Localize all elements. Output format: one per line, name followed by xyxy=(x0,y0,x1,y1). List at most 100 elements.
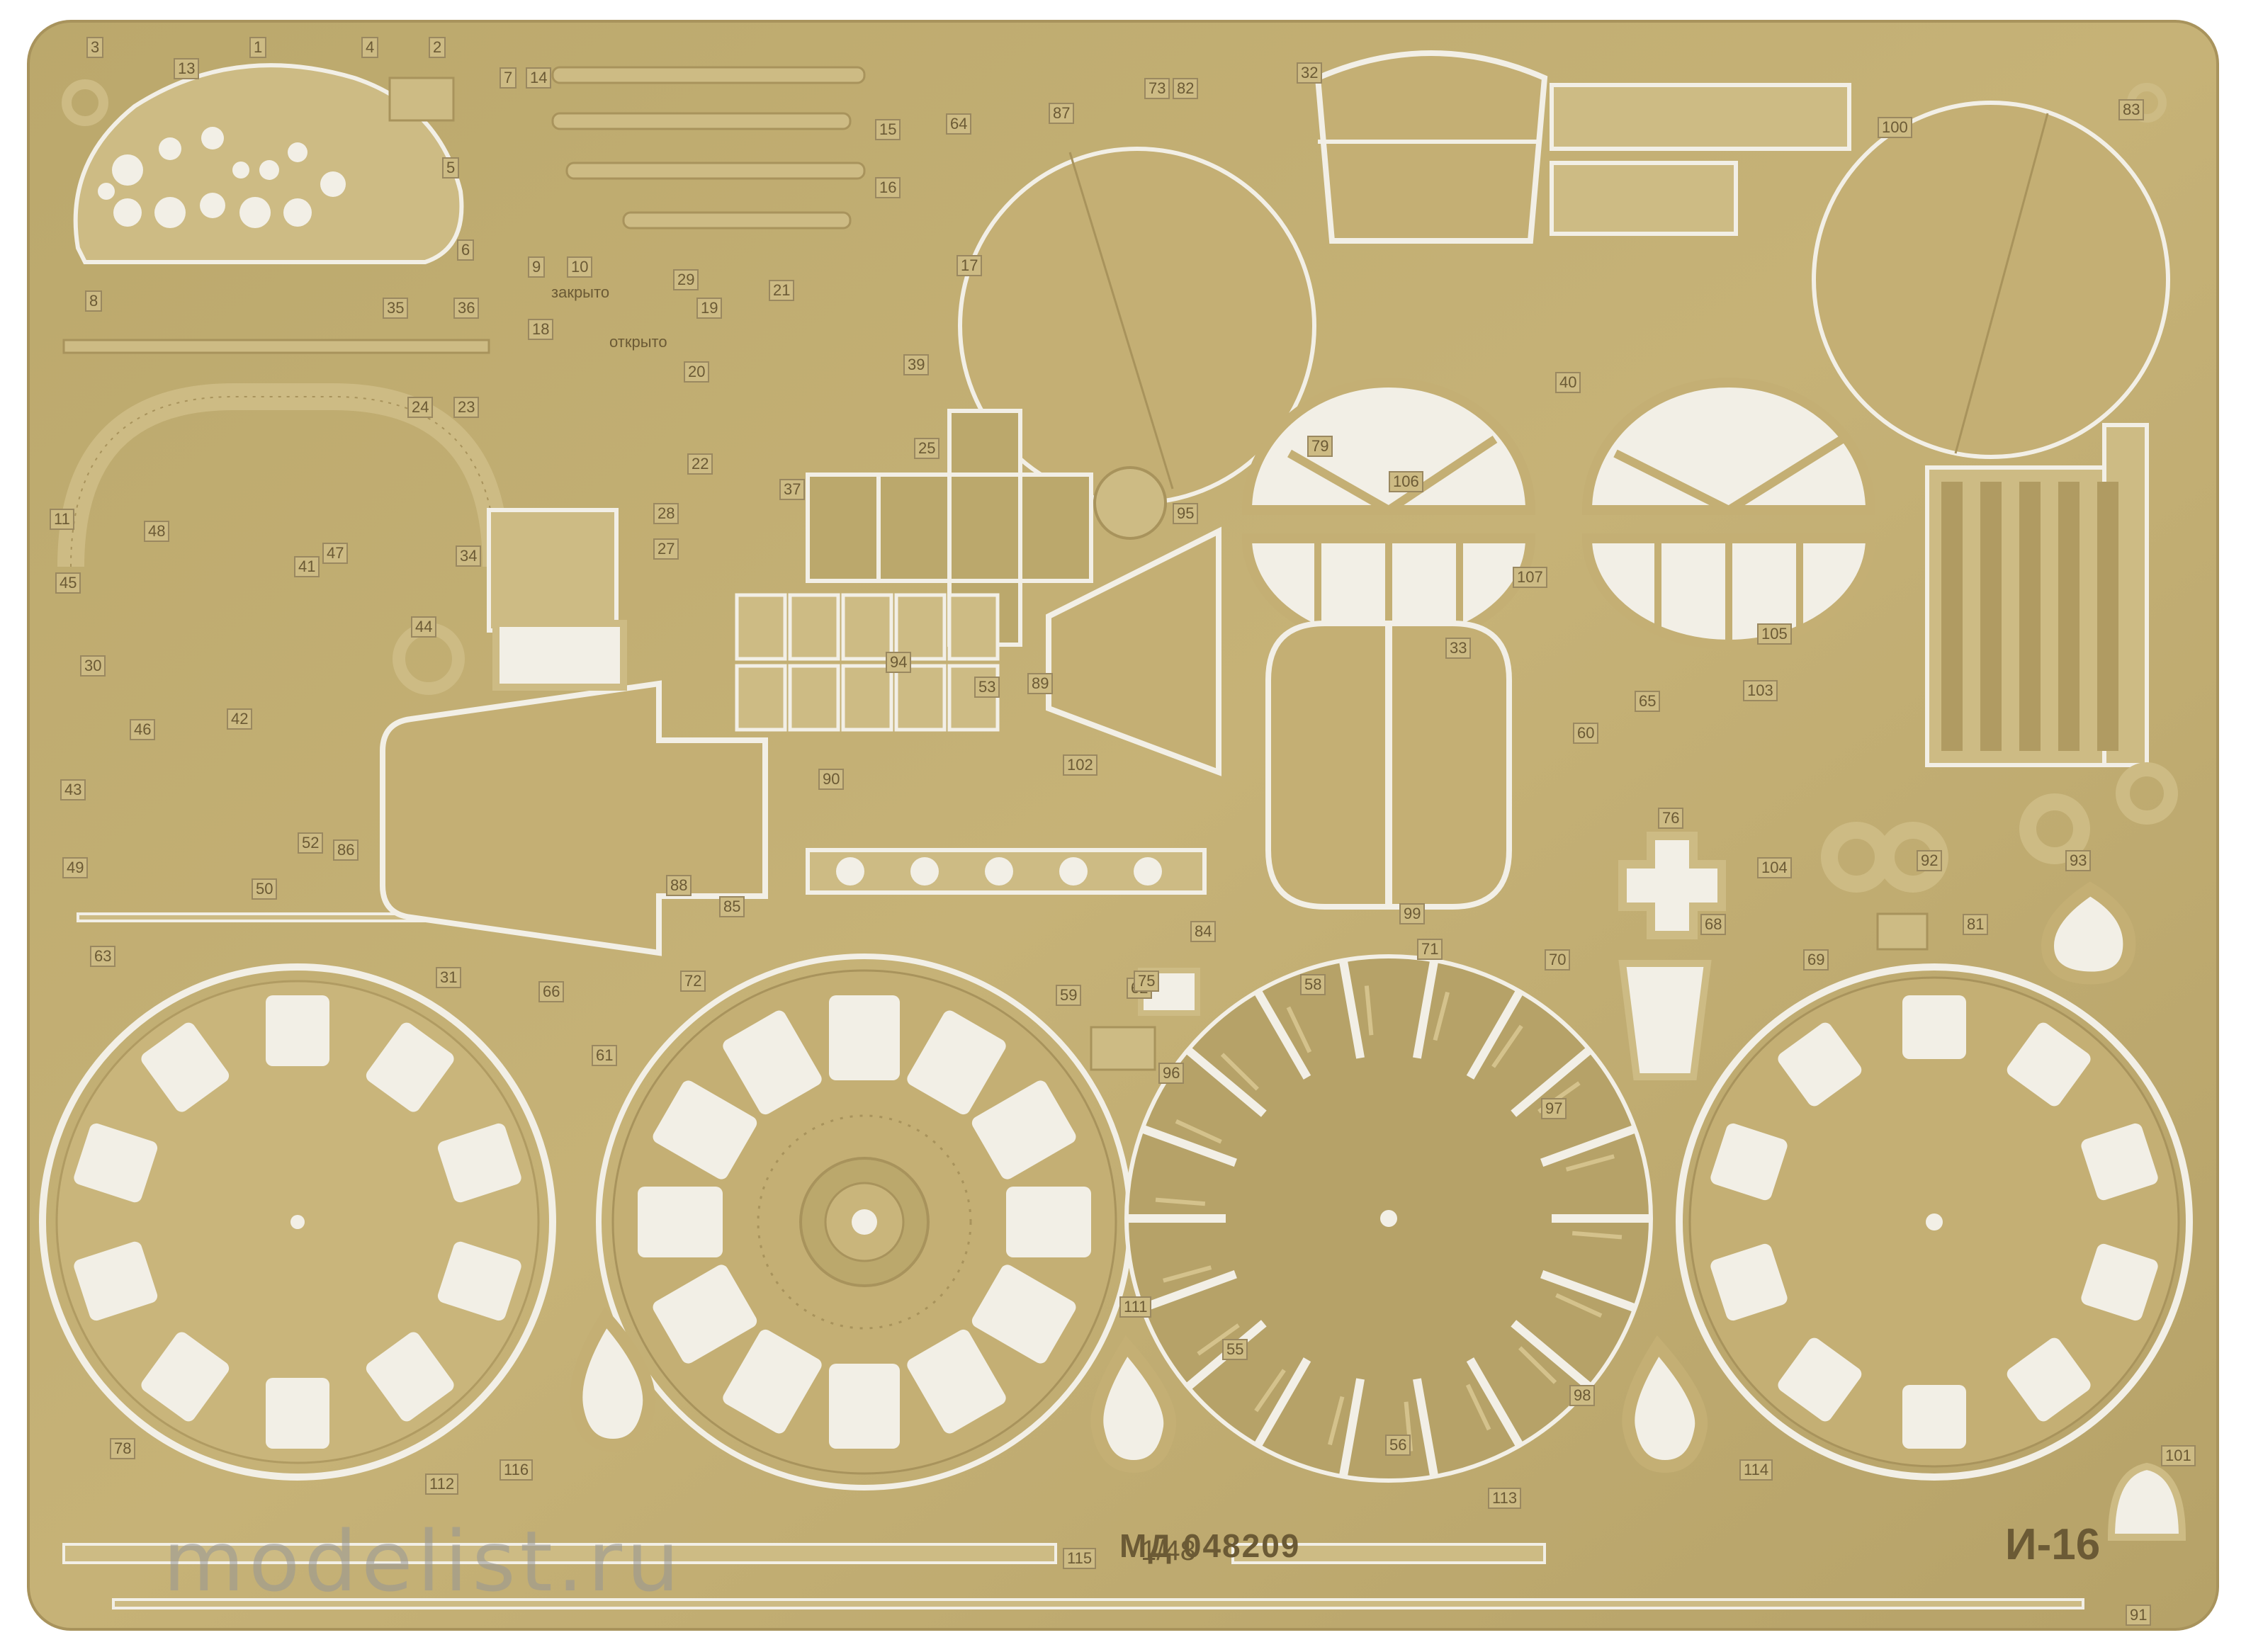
ladder-hole xyxy=(910,857,939,886)
canopy-top-part xyxy=(1314,50,1548,244)
part-number-label: 106 xyxy=(1389,471,1423,492)
part-number-label: 115 xyxy=(1063,1548,1097,1569)
wheel-opening xyxy=(1778,1337,1862,1422)
wheel-opening xyxy=(1902,1385,1966,1449)
tile-part xyxy=(735,664,787,732)
wheel-rib xyxy=(1364,985,1374,1036)
part-number-label: 52 xyxy=(298,832,324,854)
plate-stripe xyxy=(2097,482,2118,751)
gauge-hole xyxy=(320,171,346,197)
part-number-label: 18 xyxy=(528,319,554,340)
wheel-rib xyxy=(1555,1293,1603,1318)
part-number-label: 22 xyxy=(687,453,713,475)
part-number-label: 23 xyxy=(453,397,480,418)
tile-parts xyxy=(735,593,1000,732)
part-number-label: 82 xyxy=(1173,78,1199,99)
wheel-rib xyxy=(1197,1323,1240,1356)
part-number-label: 13 xyxy=(174,58,200,79)
part-number-label: 46 xyxy=(130,719,156,740)
part-number-label: 85 xyxy=(719,896,745,917)
wheel-rib xyxy=(1254,1369,1286,1413)
part-number-label: 50 xyxy=(252,878,278,900)
wheel-rib xyxy=(1286,1006,1312,1053)
tile-part xyxy=(735,593,787,661)
bottom-bar-part-115 xyxy=(62,1543,1057,1564)
wheel-slot xyxy=(1254,1357,1311,1447)
wheel-slot xyxy=(1254,990,1311,1080)
part-number-label: 63 xyxy=(90,946,116,967)
wheel-slot xyxy=(1413,1378,1438,1476)
part-number-label: 83 xyxy=(2118,99,2145,120)
grid-panel-part xyxy=(806,409,1093,647)
part-number-label: 27 xyxy=(653,538,679,560)
part-number-label: 10 xyxy=(567,256,593,278)
watermark: modelist.ru xyxy=(163,1512,684,1610)
part-number-label: 81 xyxy=(1963,914,1989,935)
wheel-opening xyxy=(2081,1243,2158,1321)
wheel-slotted-slots xyxy=(1128,961,1649,1476)
wheel-rib xyxy=(1465,1384,1491,1431)
part-number-label: 79 xyxy=(1307,436,1333,457)
wheel-opening xyxy=(1902,995,1966,1059)
cross-part-76 xyxy=(1618,832,1726,939)
wheel-slot xyxy=(1413,961,1438,1059)
tile-part xyxy=(947,593,1000,661)
part-number-label: 95 xyxy=(1173,503,1199,524)
part-number-label: 56 xyxy=(1385,1435,1411,1456)
part-number-label: 92 xyxy=(1917,850,1943,871)
part-number-label: 8 xyxy=(85,290,103,312)
part-number-label: 21 xyxy=(769,280,795,301)
part-number-label: 55 xyxy=(1222,1339,1248,1360)
part-number-label: 86 xyxy=(333,839,359,861)
wheel-slot xyxy=(1466,1357,1523,1447)
wheel-rib xyxy=(1155,1197,1206,1206)
wheel-right-openings xyxy=(1710,995,2158,1449)
ring-part-92b xyxy=(1821,822,1892,893)
part-number-label: 31 xyxy=(436,967,462,988)
part-number-label: 75 xyxy=(1134,971,1160,992)
part-number-label: 99 xyxy=(1399,903,1426,924)
wheel-opening xyxy=(971,1080,1076,1179)
part-number-label: 84 xyxy=(1190,921,1217,942)
wheel-opening xyxy=(638,1187,723,1257)
plate-stripe xyxy=(2019,482,2041,751)
part-number-label: 48 xyxy=(144,521,170,542)
part-number-label: 93 xyxy=(2065,850,2092,871)
box-part-96 xyxy=(1090,1026,1156,1071)
plate-stripe xyxy=(1941,482,1963,751)
tile-part xyxy=(841,593,893,661)
part-number-label: 11 xyxy=(50,509,74,530)
windshield-frame-left xyxy=(1241,378,1536,515)
part-number-label: 111 xyxy=(1119,1296,1152,1318)
part-number-label: 70 xyxy=(1545,949,1571,971)
part-number-label: 44 xyxy=(411,616,437,638)
wheel-left-openings xyxy=(74,995,521,1449)
wheel-rib xyxy=(1220,1053,1259,1091)
wheel-opening xyxy=(74,1123,158,1203)
gauge-hole xyxy=(154,197,186,228)
wheel-opening xyxy=(723,1010,822,1115)
gauge-hole xyxy=(113,198,142,227)
box-part-2 xyxy=(388,77,455,122)
part-number-label: 88 xyxy=(666,875,692,896)
wheel-opening xyxy=(2007,1022,2091,1107)
part-number-label: 30 xyxy=(80,655,106,677)
disc-part-95 xyxy=(1093,466,1167,540)
box-part-27 xyxy=(487,508,619,633)
wheel-opening xyxy=(74,1241,158,1321)
part-number-label: 72 xyxy=(680,971,706,992)
part-number-label: 59 xyxy=(1056,985,1082,1006)
bottom-bar-part-115b xyxy=(1231,1543,1546,1564)
tile-part xyxy=(841,664,893,732)
wheel-rib xyxy=(1491,1024,1523,1068)
part-number-label: 112 xyxy=(425,1473,459,1495)
teardrop-part-1 xyxy=(570,1306,656,1452)
wheel-opening xyxy=(141,1332,230,1422)
gauge-hole xyxy=(288,142,307,162)
wheel-slot xyxy=(1339,1378,1365,1476)
part-number-label: 105 xyxy=(1757,623,1792,645)
part-number-label: 43 xyxy=(60,779,86,800)
wheel-opening xyxy=(1778,1022,1862,1107)
windshield-frame-right xyxy=(1581,378,1876,515)
part-number-label: 35 xyxy=(383,298,409,319)
